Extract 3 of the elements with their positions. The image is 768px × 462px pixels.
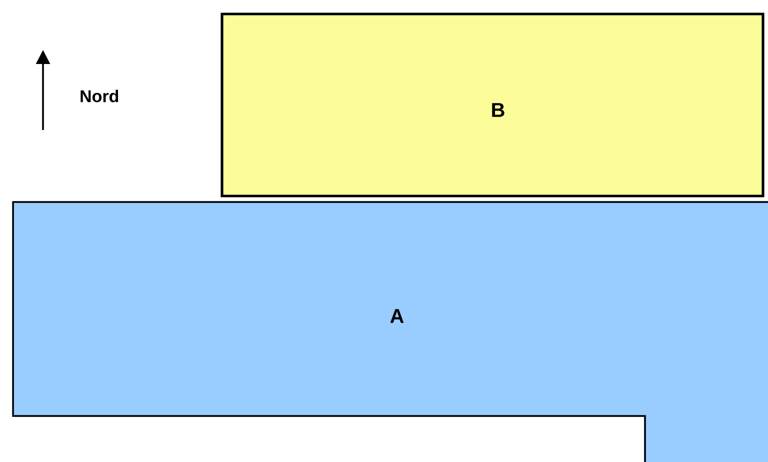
- building-block: A: [12, 201, 768, 462]
- building-block: B: [220, 12, 764, 198]
- direction-label: Nord: [80, 90, 118, 102]
